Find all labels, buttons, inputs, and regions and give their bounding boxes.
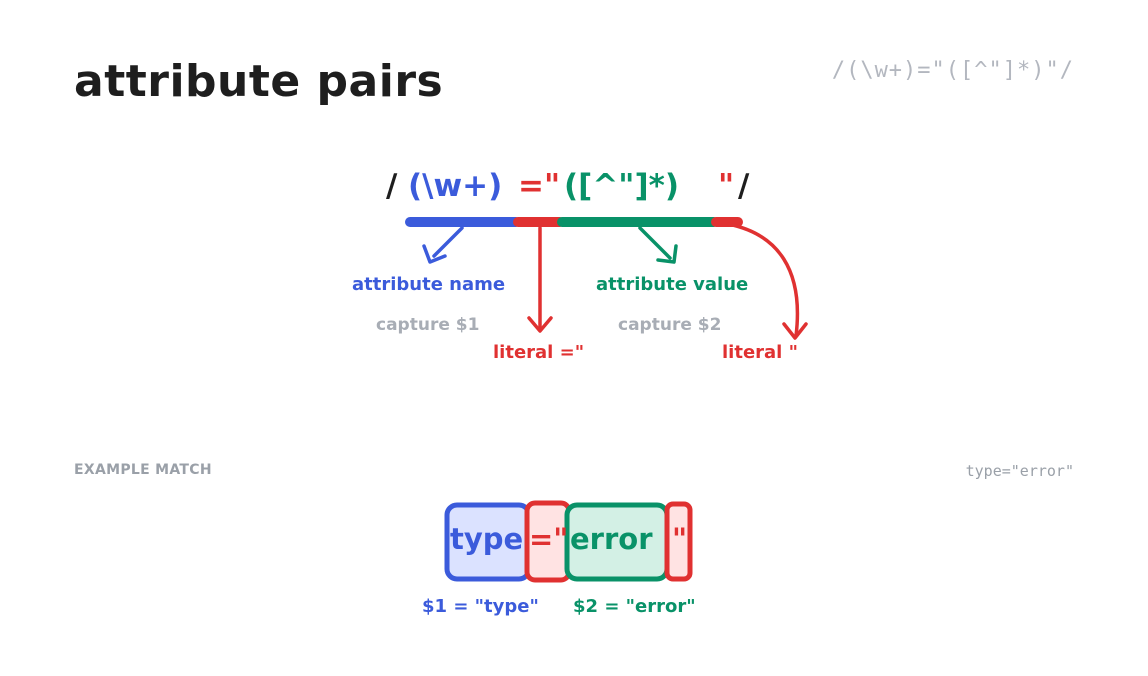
example-capture2: $2 = "error" [573, 596, 696, 617]
regex-literal-quote: " [718, 168, 734, 204]
label-capture1: capture $1 [376, 315, 479, 335]
arrow-to-literal-quote [726, 222, 808, 340]
regex-pattern: /(\w+)="([^"]*)"/ [831, 58, 1074, 83]
regex-literal-eq: =" [518, 168, 560, 204]
regex-group2: ([^"]*) [564, 168, 679, 204]
regex-slash-open: / [386, 168, 398, 204]
example-box-quote [664, 501, 693, 582]
arrow-to-attr-name [422, 226, 464, 264]
label-attribute-value: attribute value [596, 274, 748, 295]
regex-slash-close: / [738, 168, 750, 204]
page-title: attribute pairs [74, 56, 444, 107]
label-literal-quote: literal " [722, 342, 798, 363]
label-capture2: capture $2 [618, 315, 721, 335]
example-text-name: type [450, 522, 523, 556]
label-attribute-name: attribute name [352, 274, 505, 295]
label-literal-eq: literal =" [493, 342, 584, 363]
arrow-to-attr-value [638, 226, 678, 264]
example-text-quote: " [672, 522, 687, 556]
example-text-eq: =" [529, 522, 568, 556]
example-capture1: $1 = "type" [422, 596, 539, 617]
example-input-text: type="error" [965, 462, 1074, 480]
regex-group1: (\w+) [408, 168, 502, 204]
arrow-to-literal-eq [527, 226, 553, 333]
example-section-label: EXAMPLE MATCH [74, 462, 212, 478]
example-text-value: error [570, 522, 653, 556]
